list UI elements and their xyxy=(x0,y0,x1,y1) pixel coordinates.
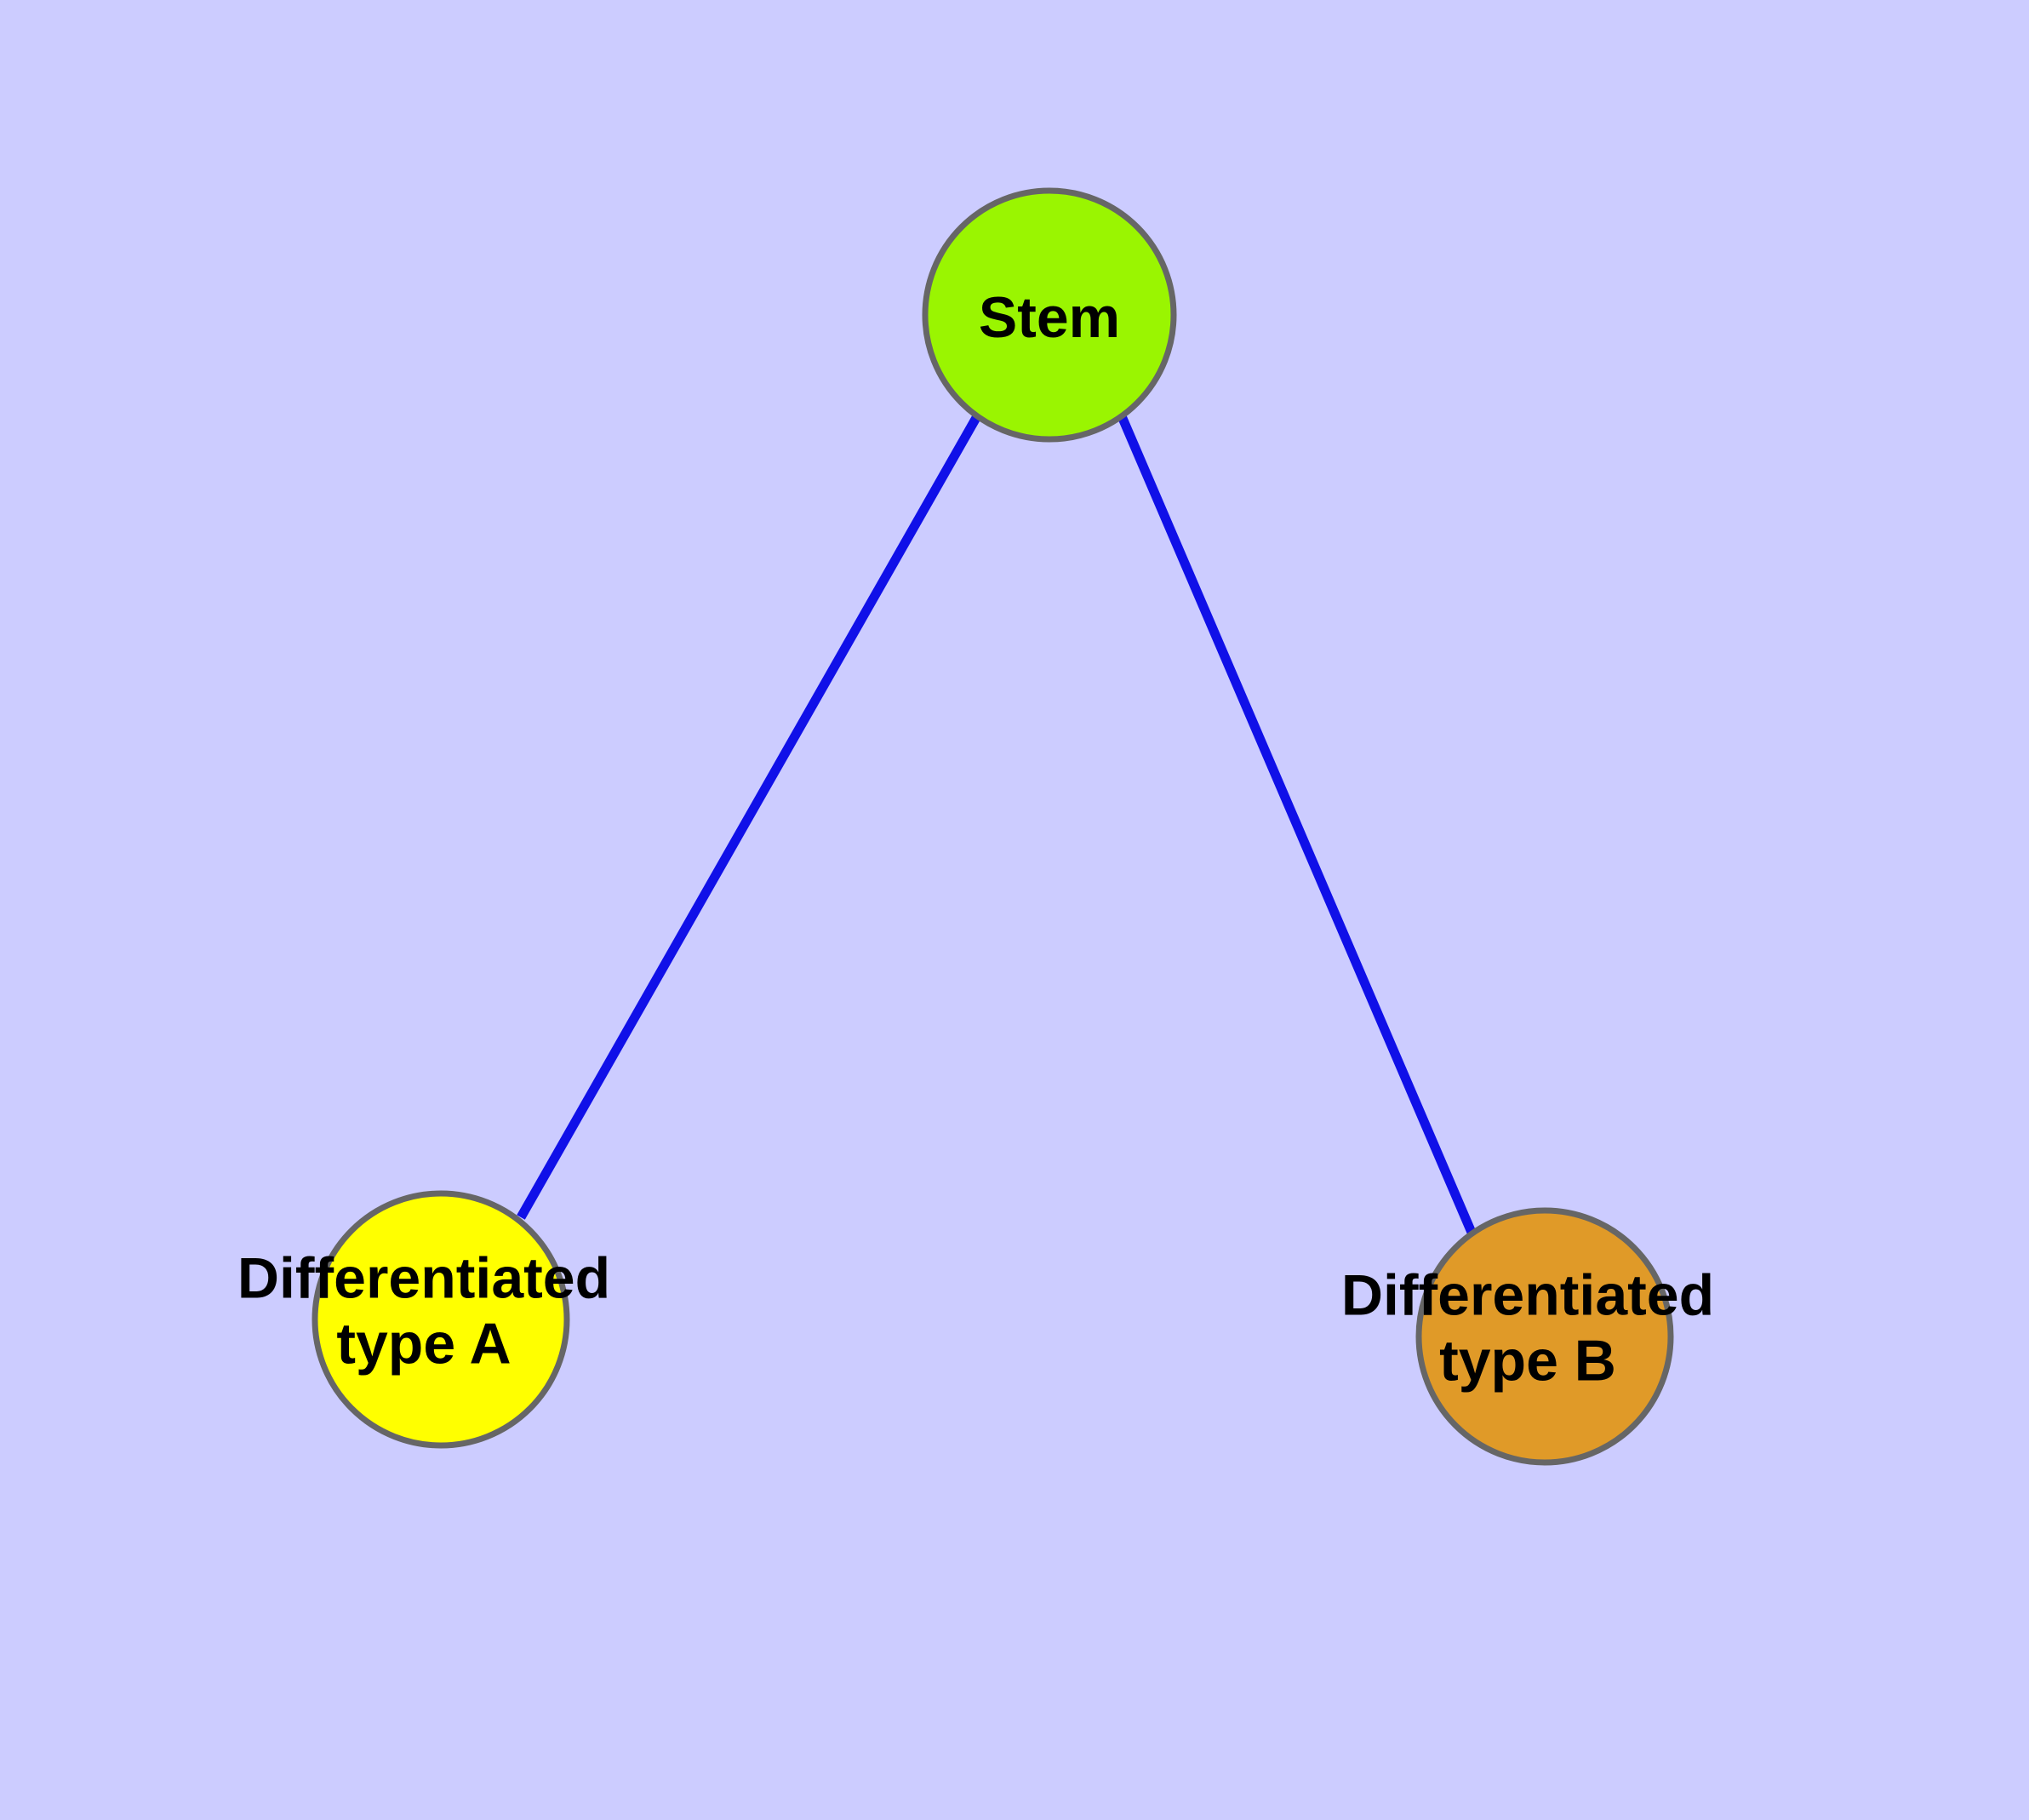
node-layer xyxy=(311,187,1674,1466)
graph-node-stem[interactable] xyxy=(922,187,1177,443)
label-line: Differentiated xyxy=(1341,1263,1714,1328)
graph-edge-stem-to-diff-b[interactable] xyxy=(1117,414,1477,1237)
graph-node-diff_a[interactable] xyxy=(311,1190,570,1449)
edge-layer xyxy=(517,414,1477,1237)
graph-node-diff_b[interactable] xyxy=(1415,1207,1674,1466)
graph-edge-stem-to-diff-a[interactable] xyxy=(517,414,981,1220)
label-line: Differentiated xyxy=(237,1246,610,1311)
label-line: type A xyxy=(336,1311,511,1376)
graph-node-label-stem: Stem xyxy=(979,285,1120,350)
label-line: type B xyxy=(1439,1328,1616,1393)
label-line: Stem xyxy=(979,285,1120,350)
